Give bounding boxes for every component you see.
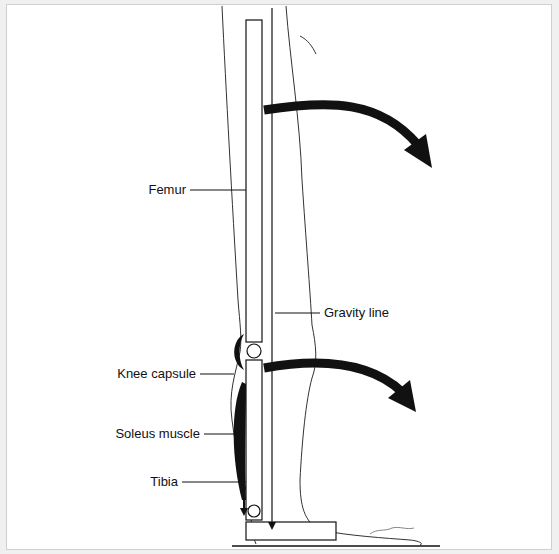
part-label: Soleus muscle <box>113 426 202 442</box>
part-label: Gravity line <box>322 305 391 321</box>
panel <box>6 4 552 550</box>
part-label: Femur <box>146 182 188 198</box>
part-label: Tibia <box>148 474 180 490</box>
part-label: Knee capsule <box>115 366 198 382</box>
